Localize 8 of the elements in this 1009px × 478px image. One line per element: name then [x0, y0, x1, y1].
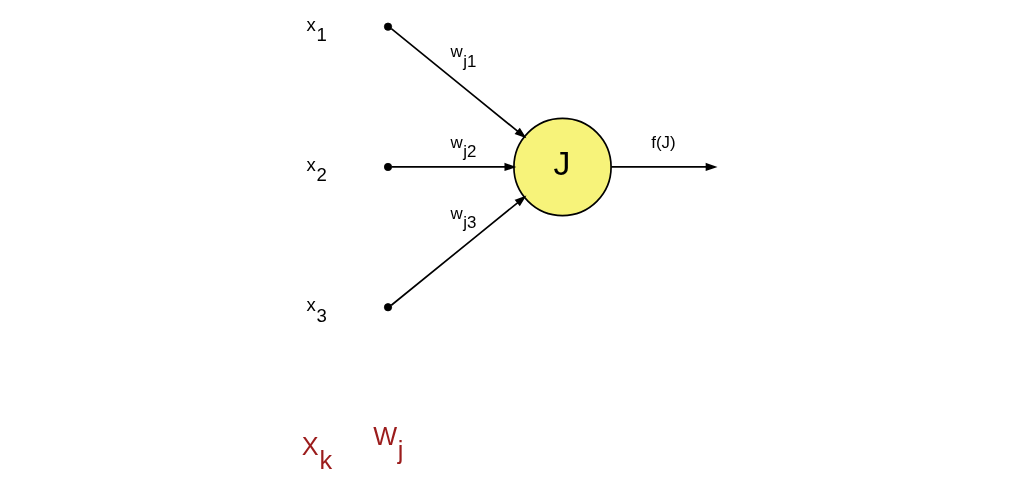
node-circle	[383, 162, 393, 172]
node-circle	[383, 303, 393, 312]
arrow	[390, 195, 527, 307]
arrow	[610, 162, 718, 172]
arrow	[391, 162, 517, 172]
node-circle	[383, 22, 393, 31]
edge-label: f(J)	[651, 133, 676, 153]
arrow	[390, 27, 527, 139]
